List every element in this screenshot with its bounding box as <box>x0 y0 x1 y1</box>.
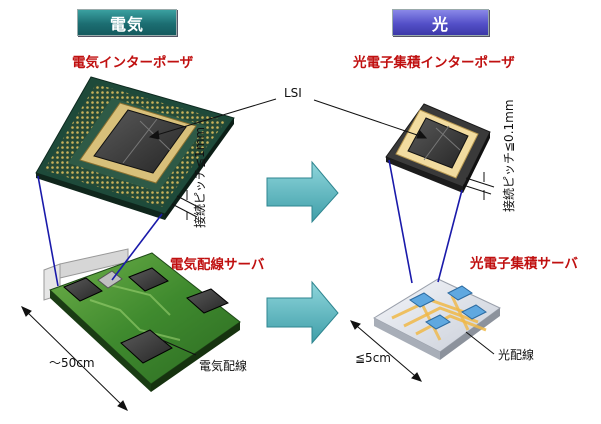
optical-header: 光 <box>392 9 489 36</box>
pitch-label-optical: 接続ピッチ≦0.1mm <box>502 99 516 212</box>
optical-wiring-label: 光配線 <box>498 348 535 362</box>
electric-header: 電気 <box>77 9 177 36</box>
lsi-label: LSI <box>284 86 302 100</box>
electric-wiring-label: 電気配線 <box>199 359 248 373</box>
electric-server-title: 電気配線サーバ <box>170 257 265 273</box>
dimension-optical <box>350 320 422 382</box>
electric-wiring-pointer <box>161 339 197 356</box>
interposer-to-board-connectors <box>37 159 463 287</box>
transition-arrow-top <box>266 160 339 224</box>
electric-interposer-title: 電気インターポーザ <box>72 55 194 71</box>
pitch-marker-electric <box>171 190 203 220</box>
pitch-label-electric: 接続ピッチ≦1mm <box>193 126 207 228</box>
size-label-electric: ～50cm <box>49 356 95 370</box>
size-label-optical: ≦5cm <box>355 351 391 365</box>
electric-interposer-figure <box>35 76 235 220</box>
transition-arrow-bottom <box>266 280 339 345</box>
dimension-electric <box>21 306 128 411</box>
optical-interposer-title: 光電子集積インターポーザ <box>353 55 515 71</box>
electric-server-board-figure <box>43 248 241 392</box>
lsi-pointers <box>148 98 428 140</box>
optical-interposer-figure <box>385 103 491 193</box>
pitch-marker-optical <box>462 172 495 200</box>
optical-server-title: 光電子集積サーバ <box>470 256 578 272</box>
optical-wiring-pointer <box>465 331 495 355</box>
optical-server-figure <box>372 278 501 360</box>
